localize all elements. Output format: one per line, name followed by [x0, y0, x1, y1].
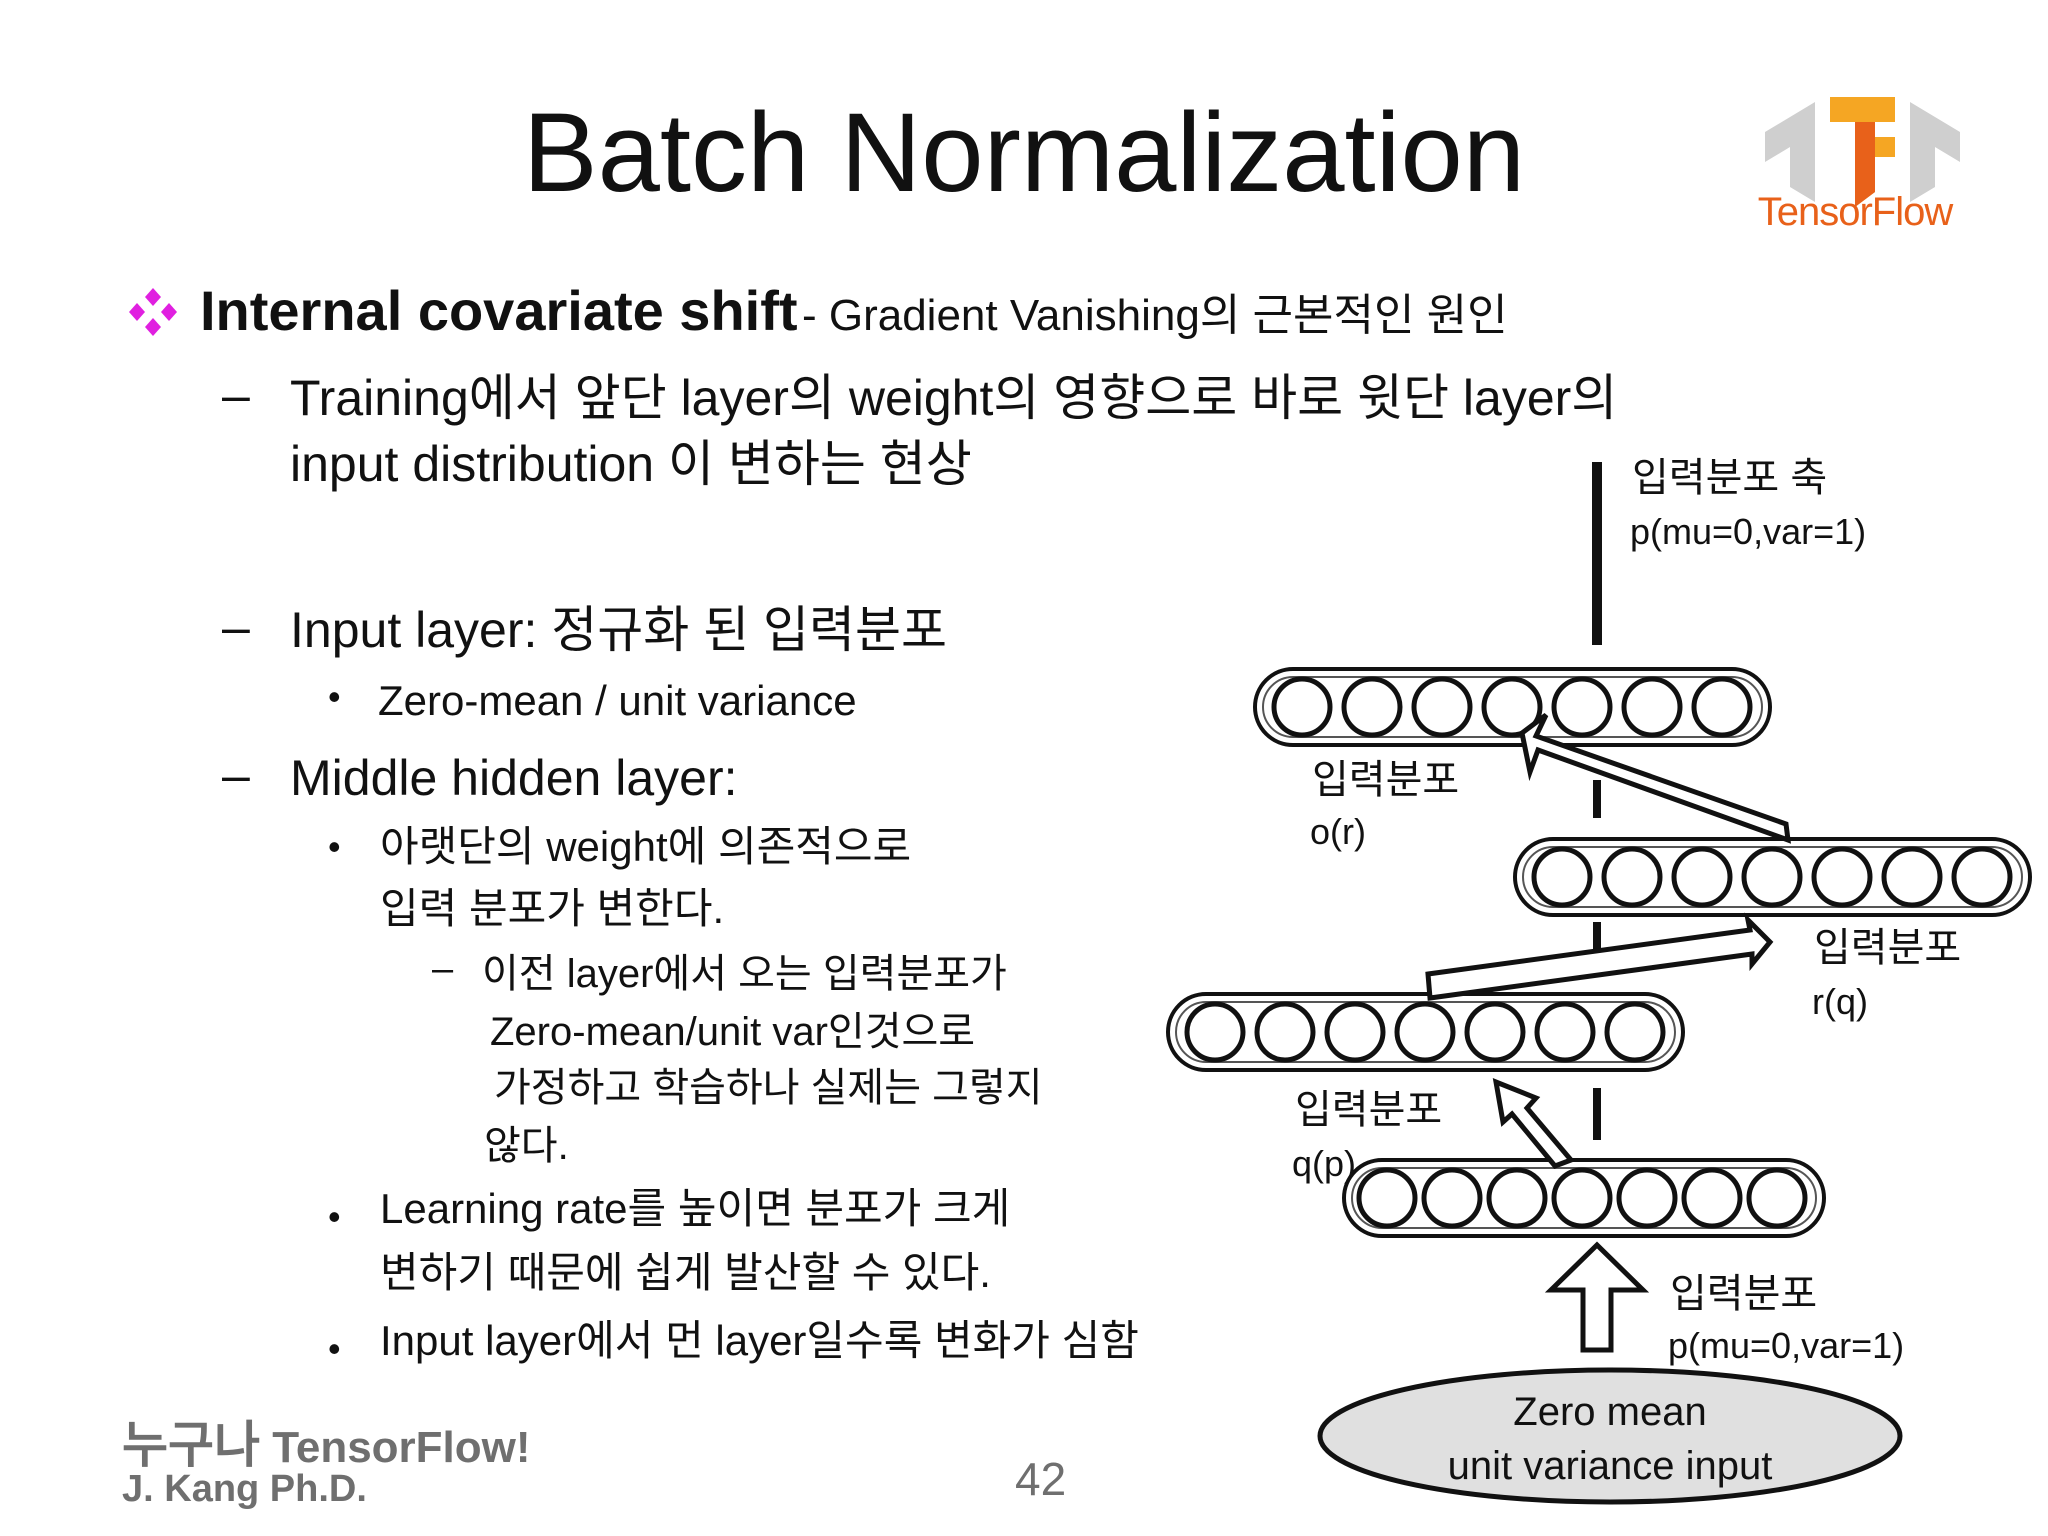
p-label-2: p(mu=0,var=1): [1668, 1325, 1905, 1366]
dash-bullet: –: [222, 367, 250, 423]
heading-bold: Internal covariate shift: [200, 279, 798, 342]
tensorflow-logo-text: TensorFlow: [1757, 190, 1954, 234]
footer-author: J. Kang Ph.D.: [122, 1468, 367, 1510]
q-label-2: q(p): [1292, 1143, 1357, 1184]
footer-brand-korean: 누구나: [122, 1417, 260, 1473]
q-label-1: 입력분포: [1295, 1088, 1443, 1132]
o-label-1: 입력분포: [1312, 758, 1460, 802]
o-label-2: o(r): [1310, 811, 1366, 852]
lr-text-1: Learning rate를 높이면 분포가 크게: [380, 1185, 1011, 1232]
axis-label-2: p(mu=0,var=1): [1630, 511, 1867, 552]
diamond-bullet-icon: [129, 288, 177, 336]
prev-text-4: 않다.: [484, 1124, 569, 1168]
p-label-1: 입력분포: [1670, 1272, 1818, 1316]
middle-layer-text: Middle hidden layer:: [290, 750, 738, 806]
prev-text-2: Zero-mean/unit var인것으로: [490, 1010, 976, 1054]
dash-bullet: –: [222, 747, 250, 803]
heading-rest: - Gradient Vanishing의 근본적인 원인: [801, 291, 1508, 340]
footer-brand: 누구나 TensorFlow!: [122, 1405, 531, 1477]
lower-text-2: 입력 분포가 변한다.: [380, 885, 725, 932]
r-label-1: 입력분포: [1814, 926, 1962, 970]
dash-bullet: –: [222, 599, 250, 655]
dot-bullet: •: [328, 826, 341, 867]
lr-text-2: 변하기 때문에 쉽게 발산할 수 있다.: [380, 1249, 991, 1296]
input-ellipse: [1317, 1367, 1903, 1505]
footer-brand-rest: TensorFlow!: [272, 1423, 531, 1472]
slide-title: Batch Normalization: [522, 90, 1526, 215]
page-number: 42: [1015, 1453, 1067, 1505]
zero-mean-text: Zero-mean / unit variance: [378, 677, 857, 724]
prev-text-1: 이전 layer에서 오는 입력분포가: [482, 952, 1007, 996]
axis-label-1: 입력분포 축: [1632, 456, 1828, 500]
dot-bullet: •: [328, 1328, 341, 1369]
tensorflow-logo-icon: [1765, 97, 1960, 207]
arrow-input-up: [1544, 1241, 1650, 1353]
r-label-2: r(q): [1812, 981, 1868, 1022]
small-dash-bullet: –: [432, 948, 454, 990]
neurons: [1184, 676, 2013, 1229]
dot-bullet: •: [328, 676, 341, 717]
training-line-1: Training에서 앞단 layer의 weight의 영향으로 바로 윗단 …: [290, 370, 1618, 426]
prev-text-3: 가정하고 학습하나 실제는 그렇지: [494, 1066, 1043, 1110]
training-line-2: input distribution 이 변하는 현상: [290, 436, 972, 492]
arrow-q-p: [1492, 1078, 1576, 1169]
input-text-2: unit variance input: [1447, 1444, 1773, 1488]
input-text-1: Zero mean: [1513, 1390, 1707, 1434]
lower-text-1: 아랫단의 weight에 의존적으로: [380, 823, 912, 870]
heading-line: Internal covariate shift - Gradient Vani…: [200, 276, 1508, 346]
arrow-o-r: [1519, 713, 1791, 844]
arrow-r-q: [1425, 912, 1774, 1001]
far-layer-text: Input layer에서 먼 layer일수록 변화가 심함: [380, 1317, 1139, 1364]
input-layer-text: Input layer: 정규화 된 입력분포: [290, 602, 948, 658]
dot-bullet: •: [328, 1196, 341, 1237]
